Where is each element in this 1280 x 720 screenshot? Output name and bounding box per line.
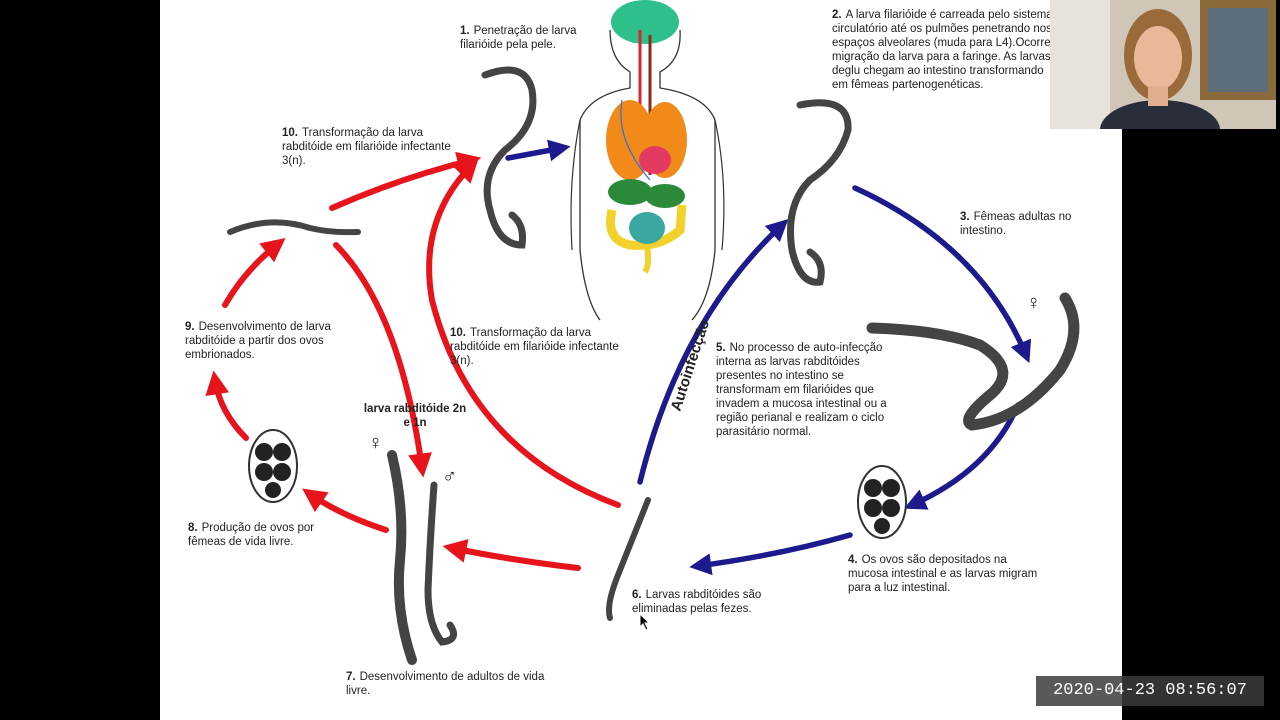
male-symbol-free: ♂ bbox=[442, 466, 457, 488]
female-symbol-parasitic: ♀ bbox=[1026, 292, 1041, 314]
step-8-label: 8.Produção de ovos por fêmeas de vida li… bbox=[188, 521, 348, 549]
blue-arrow-lungs-to-intestine bbox=[852, 185, 1032, 364]
red-arrow-larva-down bbox=[333, 242, 432, 478]
step-1-text: Penetração de larva filarióide pela pele… bbox=[460, 25, 577, 51]
step-10a-text: Transformação da larva rabditóide em fil… bbox=[282, 127, 451, 167]
strongyloides-life-cycle-diagram: Autoinfecção bbox=[205, 0, 1080, 665]
blue-arrow-autoinfection bbox=[637, 219, 789, 485]
step-8-number: 8. bbox=[188, 522, 198, 534]
webcam-video-overlay bbox=[1050, 0, 1276, 129]
step-9-number: 9. bbox=[185, 321, 195, 333]
presenter-avatar bbox=[1050, 0, 1276, 129]
step-10a-number: 10. bbox=[282, 127, 298, 139]
step-4-number: 4. bbox=[848, 554, 858, 566]
red-arrow-6-to-7 bbox=[442, 539, 581, 571]
filariform-larva-lungs bbox=[786, 99, 852, 286]
step-10b-text: Transformação da larva rabditóide em fil… bbox=[450, 327, 619, 367]
step-9-label: 9.Desenvolvimento de larva rabditóide a … bbox=[185, 320, 343, 362]
mouse-cursor-icon bbox=[639, 613, 651, 631]
step-5-text: No processo de auto-infecção interna as … bbox=[716, 342, 887, 438]
egg-free-living bbox=[248, 429, 298, 503]
larvae-illustrations bbox=[227, 66, 1080, 665]
red-arrow-8-to-9 bbox=[205, 370, 249, 441]
step-3-text: Fêmeas adultas no intestino. bbox=[960, 211, 1072, 237]
rhabditiform-larva-free bbox=[227, 219, 361, 236]
human-body-illustration bbox=[570, 0, 725, 321]
red-arrow-6-up bbox=[426, 158, 621, 508]
rhabditiform-larva-feces bbox=[606, 497, 651, 621]
step-6-label: 6.Larvas rabditóides são eliminadas pela… bbox=[632, 588, 802, 616]
blue-arrow-skin-to-body bbox=[505, 139, 571, 162]
step-1-label: 1.Penetração de larva filarióide pela pe… bbox=[460, 24, 600, 52]
free-living-cycle-arrows bbox=[205, 151, 621, 571]
step-10b-number: 10. bbox=[450, 327, 466, 339]
step-2-number: 2. bbox=[832, 9, 842, 21]
step-7-number: 7. bbox=[346, 671, 356, 683]
free-living-female-worm bbox=[387, 450, 417, 665]
timestamp-overlay: 2020-04-23 08:56:07 bbox=[1036, 676, 1264, 706]
step-2-text: A larva filarióide é carreada pelo siste… bbox=[832, 9, 1053, 91]
parasitic-female-worm bbox=[866, 292, 1080, 431]
step-10b-label: 10.Transformação da larva rabditóide em … bbox=[450, 326, 620, 368]
step-3-number: 3. bbox=[960, 211, 970, 223]
step-4-text: Os ovos são depositados na mucosa intest… bbox=[848, 554, 1038, 594]
step-10a-label: 10.Transformação da larva rabditóide em … bbox=[282, 126, 452, 168]
step-4-label: 4.Os ovos são depositados na mucosa inte… bbox=[848, 553, 1038, 595]
diagram-slide: Autoinfecção 1.Penetração de larva filar… bbox=[160, 0, 1122, 720]
parasitic-cycle-arrows bbox=[505, 139, 1032, 576]
egg-intestinal bbox=[857, 465, 907, 539]
step-9-text: Desenvolvimento de larva rabditóide a pa… bbox=[185, 321, 331, 361]
step-6-text: Larvas rabditóides são eliminadas pelas … bbox=[632, 589, 762, 615]
step-5-label: 5.No processo de auto-infecção interna a… bbox=[716, 341, 902, 439]
step-7-text: Desenvolvimento de adultos de vida livre… bbox=[346, 671, 545, 697]
step-6-number: 6. bbox=[632, 589, 642, 601]
blue-arrow-female-to-eggs bbox=[903, 402, 1021, 510]
filariform-larva-skin bbox=[481, 66, 537, 249]
step-5-number: 5. bbox=[716, 342, 726, 354]
step-7-label: 7.Desenvolvimento de adultos de vida liv… bbox=[346, 670, 546, 698]
free-living-male-worm bbox=[424, 481, 458, 646]
red-arrow-7-to-8 bbox=[302, 488, 389, 533]
autoinfeccao-label: Autoinfecção bbox=[668, 318, 714, 414]
step-8-text: Produção de ovos por fêmeas de vida livr… bbox=[188, 522, 315, 548]
step-2-label: 2.A larva filarióide é carreada pelo sis… bbox=[832, 8, 1054, 92]
red-arrow-9-to-larva bbox=[222, 238, 286, 308]
female-symbol-free: ♀ bbox=[368, 432, 383, 454]
step-3-label: 3.Fêmeas adultas no intestino. bbox=[960, 210, 1100, 238]
blue-arrow-eggs-to-feces bbox=[689, 532, 853, 576]
step-1-number: 1. bbox=[460, 25, 470, 37]
larva-rabditoide-title: larva rabditóide 2n e 1n bbox=[363, 403, 467, 429]
